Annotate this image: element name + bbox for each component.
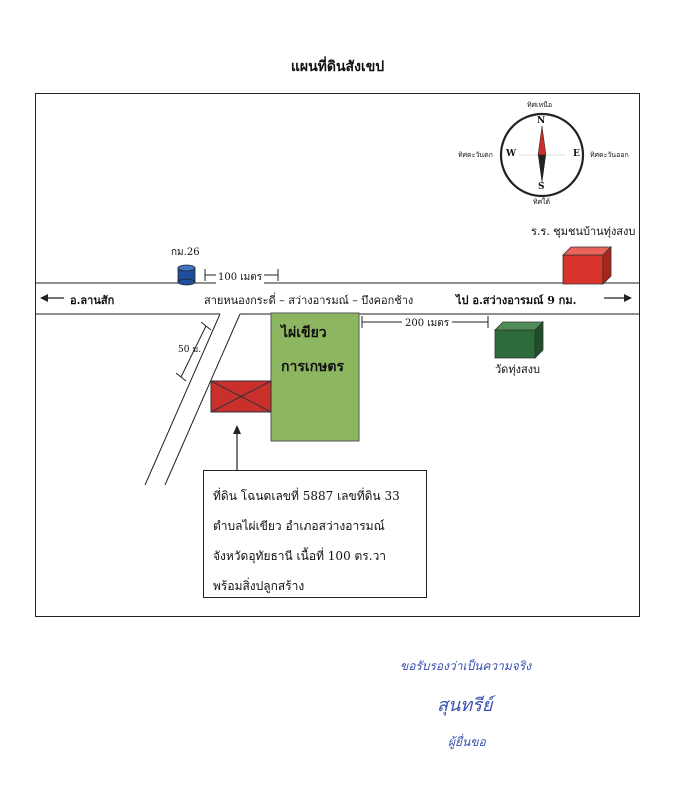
compass-south-label: ทิศใต้ — [533, 198, 551, 206]
land-info-line-1: ที่ดิน โฉนดเลขที่ 5887 เลขที่ดิน 33 — [213, 489, 400, 503]
signature-role: ผู้ยื่นขอ — [448, 735, 486, 749]
compass-n-letter: N — [537, 116, 546, 126]
road-east-label: ไป อ.สว่างอารมณ์ 9 กม. — [456, 294, 577, 307]
field-label-line1: ไผ่เขียว — [281, 325, 327, 341]
land-info-line-3: จังหวัดอุทัยธานี เนื้อที่ 100 ตร.วา — [213, 549, 387, 563]
farm-field — [270, 312, 360, 442]
school-label: ร.ร. ชุมชนบ้านทุ่งสงบ — [531, 225, 636, 238]
distance-left-label: 100 เมตร — [216, 270, 265, 285]
side-road-width-label: 50 ม. — [178, 345, 202, 355]
temple-label: วัดทุ่งสงบ — [495, 363, 541, 376]
west-arrow-head — [40, 294, 48, 302]
signature: สุนทรีย์ — [437, 695, 493, 716]
field-label-line2: การเกษตร — [281, 359, 344, 375]
certification-note: ขอรับรองว่าเป็นความจริง — [400, 659, 532, 673]
land-plot-cross-b — [210, 380, 272, 413]
compass-south-arrow — [538, 155, 546, 184]
compass-s-letter: S — [538, 182, 545, 192]
side-road-dim-tick-top — [200, 321, 212, 331]
temple-building-icon — [494, 321, 544, 359]
road-west-label: อ.ลานสัก — [70, 294, 115, 307]
km-marker-icon — [177, 264, 196, 286]
compass-north-label: ทิศเหนือ — [527, 101, 553, 109]
east-arrow-head — [624, 294, 632, 302]
side-road-left-edge — [144, 313, 221, 486]
compass-west-label: ทิศตะวันตก — [458, 151, 493, 159]
compass-east-label: ทิศตะวันออก — [590, 151, 629, 159]
land-info-box: ที่ดิน โฉนดเลขที่ 5887 เลขที่ดิน 33 ตำบล… — [203, 470, 427, 598]
school-building-icon — [562, 246, 612, 285]
road-name-label: สายหนองกระดี่ – สว่างอารมณ์ – บึงคอกช้าง — [204, 294, 414, 307]
map-frame — [35, 93, 640, 617]
side-road-dim-tick-bottom — [175, 372, 187, 382]
side-road-dim-line — [180, 325, 207, 378]
land-info-line-4: พร้อมสิ่งปลูกสร้าง — [213, 579, 305, 593]
distance-right-label: 200 เมตร — [402, 316, 453, 331]
page-title: แผนที่ดินสังเขป — [290, 59, 385, 75]
side-road-right-edge — [164, 313, 241, 486]
compass-w-letter: W — [506, 149, 517, 159]
compass-icon — [499, 112, 585, 198]
plot-pointer-head — [233, 425, 241, 434]
compass-e-letter: E — [573, 149, 580, 159]
km-marker-label: กม.26 — [171, 247, 200, 258]
land-info-line-2: ตำบลไผ่เขียว อำเภอสว่างอารมณ์ — [213, 519, 385, 533]
